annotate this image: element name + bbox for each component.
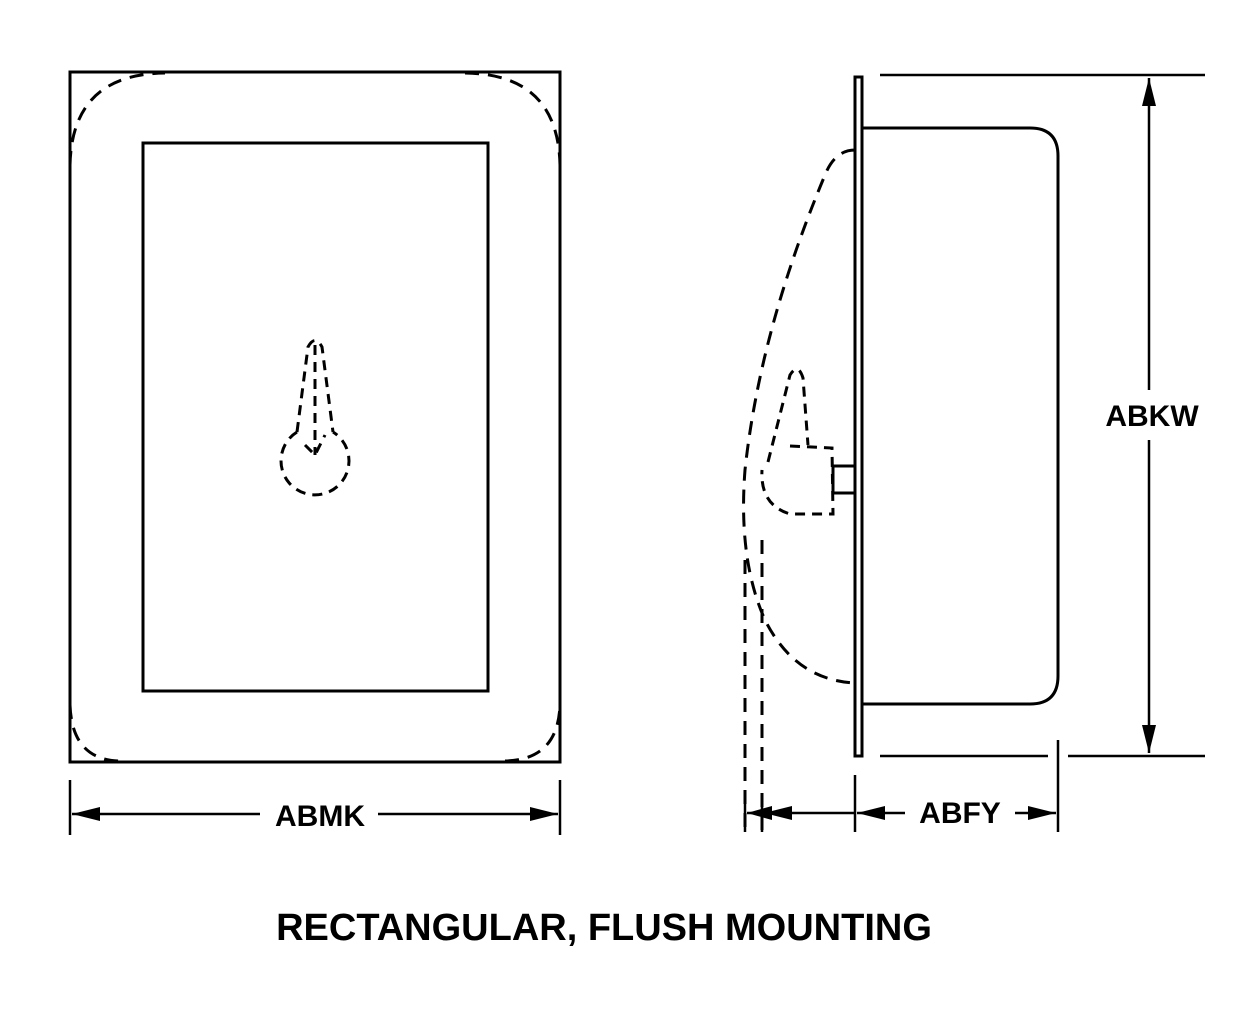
abmk-label: ABMK <box>275 800 365 833</box>
side-view <box>742 75 1060 830</box>
dimension-abfy: ABFY <box>743 740 1060 832</box>
abmk-arrow-right-icon <box>530 807 558 821</box>
side-latch-stub <box>831 464 855 495</box>
abfy-label: ABFY <box>919 797 1001 830</box>
front-corner-dashed-top-left <box>68 71 166 166</box>
dimension-abkw: ABKW <box>880 73 1205 758</box>
diagram-title: RECTANGULAR, FLUSH MOUNTING <box>276 907 932 949</box>
front-corner-dashed-top-right <box>464 71 562 166</box>
abkw-label: ABKW <box>1105 400 1199 433</box>
front-view <box>68 70 562 764</box>
side-body <box>862 126 1060 706</box>
front-corner-dashed-bottom-left <box>68 704 121 763</box>
side-flange <box>853 75 864 758</box>
abmk-arrow-left-icon <box>72 807 100 821</box>
door-swing-arc <box>742 148 856 685</box>
abkw-arrow-up-icon <box>1142 78 1156 106</box>
abkw-arrow-down-icon <box>1142 725 1156 753</box>
abfy-arrow-right-icon <box>1028 806 1056 820</box>
front-outer-frame <box>68 70 562 764</box>
front-corner-dashed-bottom-right <box>504 704 562 763</box>
dimension-abmk: ABMK <box>68 780 562 835</box>
door-clearance-arrow-inner-icon <box>764 806 792 820</box>
keyhole-latch-icon <box>279 339 351 497</box>
abfy-arrow-left-icon <box>857 806 885 820</box>
door-clearance-arrow-outer-icon <box>747 806 772 820</box>
side-latch-handle-icon <box>760 367 835 516</box>
front-door-panel <box>141 141 490 693</box>
